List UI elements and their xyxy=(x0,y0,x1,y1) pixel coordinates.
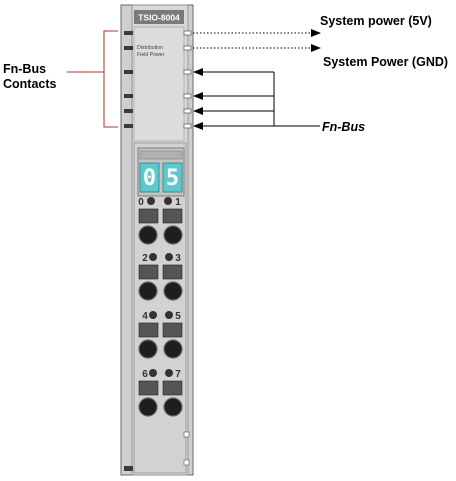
channel-group-0-1: 0 1 xyxy=(138,197,183,245)
release-slot-4 xyxy=(138,322,159,338)
fn-bus-contact-right-3 xyxy=(183,69,192,75)
fn-bus-contact-right-4 xyxy=(183,93,192,99)
release-slot-5 xyxy=(162,322,183,338)
release-slot-2 xyxy=(138,264,159,280)
wire-entry-5 xyxy=(163,339,183,359)
system-power-5v-label: System power (5V) xyxy=(320,14,432,28)
fn-bus-contact-right-2 xyxy=(183,45,192,51)
channel-led-1 xyxy=(164,197,172,205)
release-slot-3 xyxy=(162,264,183,280)
model-label-bg xyxy=(134,10,184,24)
channel-led-5 xyxy=(165,311,173,319)
wire-entry-4 xyxy=(138,339,158,359)
fn-bus-contact-left-5 xyxy=(124,109,133,113)
fn-bus-contacts-label-line2: Contacts xyxy=(3,77,57,91)
fn-bus-contacts-label-line1: Fn-Bus xyxy=(3,62,46,76)
fn-bus-contact-left-4 xyxy=(124,94,133,98)
channel-label-6: 6 xyxy=(142,369,148,380)
channel-led-0 xyxy=(147,197,155,205)
fn-bus-contact-right-6 xyxy=(183,123,192,129)
model-label: TSIO-8004 xyxy=(138,13,180,23)
fn-bus-contact-left-3 xyxy=(124,70,133,74)
channel-group-2-3: 2 3 xyxy=(138,253,183,301)
bracket-line xyxy=(103,30,118,128)
channel-label-1: 1 xyxy=(175,197,181,208)
channel-label-3: 3 xyxy=(175,253,181,264)
upper-panel xyxy=(133,26,185,142)
fn-bus-contact-left-2 xyxy=(124,46,133,50)
bottom-notch-2 xyxy=(183,459,190,466)
channel-label-4: 4 xyxy=(142,311,148,322)
display-digit-box-1 xyxy=(139,162,160,193)
channel-label-0: 0 xyxy=(138,197,144,208)
channel-group-6-7: 6 7 xyxy=(138,369,183,417)
wire-entry-7 xyxy=(163,397,183,417)
fn-bus-contacts-bracket xyxy=(67,30,118,128)
channel-label-2: 2 xyxy=(142,253,148,264)
io-module: TSIO-8004 Distribution Field Power 0 5 0 xyxy=(120,4,194,476)
channel-led-2 xyxy=(149,253,157,261)
channel-led-7 xyxy=(165,369,173,377)
fn-bus-contact-right-1 xyxy=(183,30,192,36)
bottom-foot-left xyxy=(124,466,133,471)
terminal-block xyxy=(133,142,187,474)
release-slot-1 xyxy=(162,208,183,224)
wire-entry-6 xyxy=(138,397,158,417)
wire-entry-0 xyxy=(138,225,158,245)
panel-text-distribution: Distribution xyxy=(137,45,163,51)
display-digit-2: 5 xyxy=(166,166,179,191)
fn-bus-contact-left-1 xyxy=(124,31,133,35)
display-top-strip xyxy=(139,150,183,160)
release-slot-6 xyxy=(138,380,159,396)
wire-entry-1 xyxy=(163,225,183,245)
channel-led-3 xyxy=(165,253,173,261)
display-digit-box-2 xyxy=(162,162,183,193)
channel-led-4 xyxy=(149,311,157,319)
fn-bus-lines xyxy=(193,68,320,130)
bottom-notch-1 xyxy=(183,431,190,438)
wire-entry-2 xyxy=(138,281,158,301)
release-slot-7 xyxy=(162,380,183,396)
fn-bus-label: Fn-Bus xyxy=(322,120,365,134)
release-slot-0 xyxy=(138,208,159,224)
fn-bus-contact-right-5 xyxy=(183,108,192,114)
channel-group-4-5: 4 5 xyxy=(138,311,183,359)
fn-bus-contact-left-6 xyxy=(124,124,133,128)
channel-label-7: 7 xyxy=(175,369,181,380)
channel-led-6 xyxy=(149,369,157,377)
wire-entry-3 xyxy=(163,281,183,301)
system-power-gnd-label: System Power (GND) xyxy=(323,55,448,69)
display-digit-1: 0 xyxy=(143,166,156,191)
panel-text-field-power: Field Power xyxy=(137,52,165,58)
channel-label-5: 5 xyxy=(175,311,181,322)
